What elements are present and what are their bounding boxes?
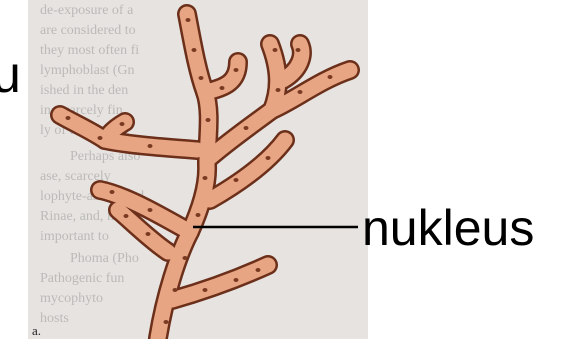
nucleus-dot	[164, 320, 169, 324]
nucleus-dot	[196, 213, 201, 217]
background-text-line: important to	[40, 229, 109, 244]
nucleus-dot	[120, 122, 125, 126]
background-text-line: ished in the den	[40, 83, 128, 98]
panel-letter: a.	[32, 323, 41, 338]
nucleus-dot	[199, 76, 204, 80]
nucleus-dot	[146, 232, 151, 236]
nucleus-dot	[328, 75, 333, 79]
nucleus-dot	[234, 178, 239, 182]
nucleus-dot	[244, 126, 249, 130]
background-text-line: are considered to	[40, 23, 136, 38]
nukleus-label: nukleus	[362, 200, 534, 256]
nucleus-dot	[192, 48, 197, 52]
nucleus-dot	[234, 278, 239, 282]
background-text-line: Rinae, and, in	[40, 209, 118, 224]
nucleus-dot	[98, 136, 103, 140]
nucleus-dot	[220, 86, 225, 90]
nucleus-dot	[110, 190, 115, 194]
nucleus-dot	[256, 268, 261, 272]
nucleus-dot	[234, 68, 239, 72]
nucleus-dot	[276, 88, 281, 92]
nucleus-dot	[266, 156, 271, 160]
nucleus-dot	[173, 288, 178, 292]
background-text-line: Phoma (Pho	[70, 251, 139, 266]
nucleus-dot	[296, 48, 301, 52]
background-text-line: lymphoblast (Gn	[40, 63, 135, 78]
partial-left-letter: u	[0, 46, 21, 104]
nucleus-dot	[183, 256, 188, 260]
background-text-line: de-exposure of a	[40, 3, 134, 18]
nucleus-dot	[124, 214, 129, 218]
nucleus-dot	[273, 48, 278, 52]
nucleus-dot	[203, 176, 208, 180]
background-text-line: hosts	[40, 311, 69, 326]
background-text-line: they most often fi	[40, 43, 139, 58]
nucleus-dot	[148, 208, 153, 212]
background-text-line: mycophyto	[40, 291, 103, 306]
nucleus-dot	[203, 288, 208, 292]
nucleus-dot	[186, 18, 191, 22]
nucleus-dot	[66, 116, 71, 120]
background-text-line: Pathogenic fun	[40, 271, 124, 286]
nucleus-dot	[206, 118, 211, 122]
nucleus-dot	[148, 144, 153, 148]
nucleus-dot	[298, 90, 303, 94]
